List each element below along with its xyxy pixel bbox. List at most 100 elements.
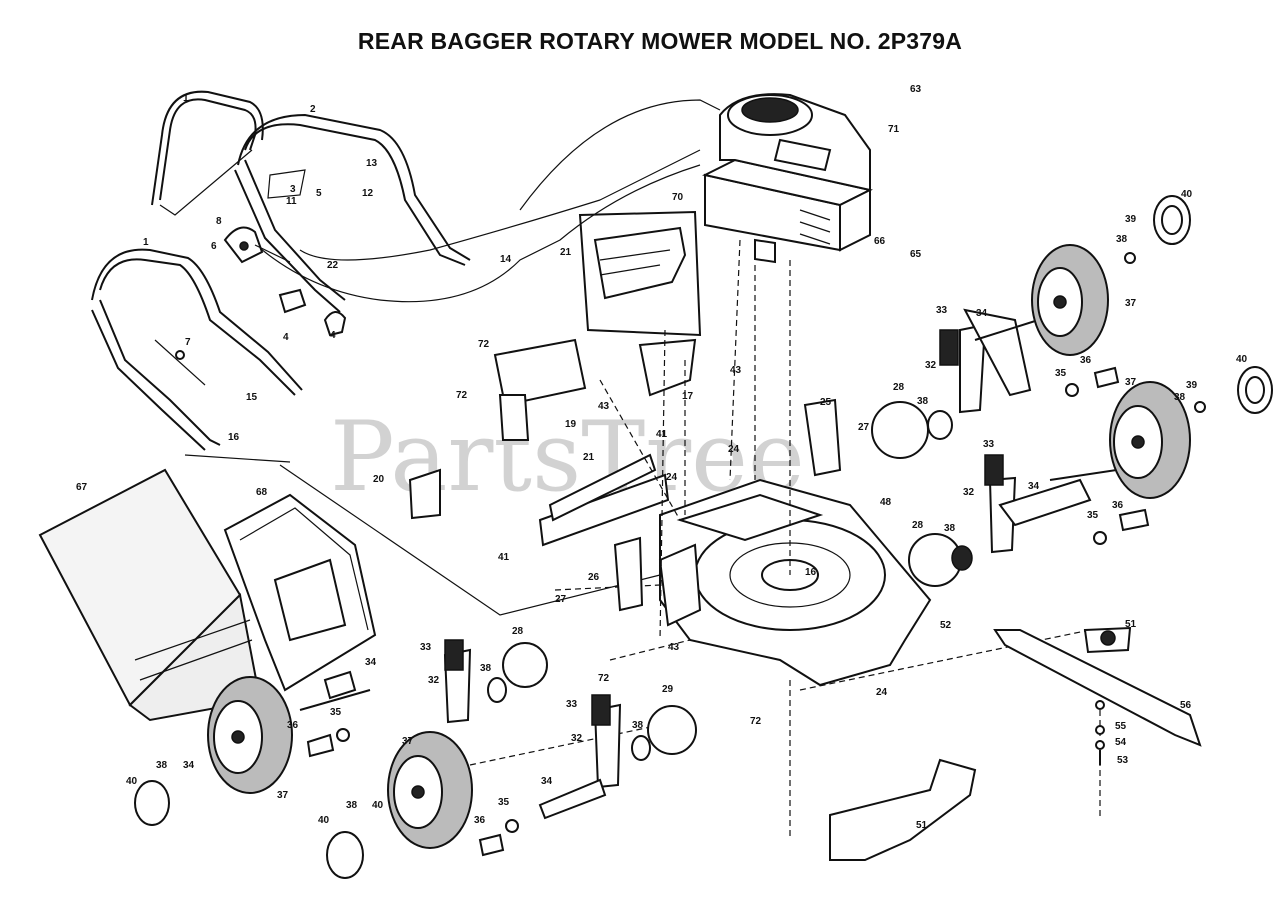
callout-24b: 24	[728, 444, 740, 455]
callout-51b: 51	[916, 820, 928, 831]
callout-72: 72	[478, 339, 490, 350]
diagram-title: REAR BAGGER ROTARY MOWER MODEL NO. 2P379…	[357, 28, 963, 54]
callout-20: 20	[373, 474, 385, 485]
engine	[702, 93, 873, 264]
callout-40b: 40	[1236, 354, 1248, 365]
callout-4b: 4	[330, 330, 336, 341]
callout-5: 5	[316, 188, 322, 199]
rear-door-frame	[578, 210, 702, 337]
height-lever-rear-left	[443, 639, 472, 724]
callout-38h: 38	[346, 800, 358, 811]
callout-39b: 39	[1186, 380, 1198, 391]
callout-72b: 72	[456, 390, 468, 401]
callout-67: 67	[76, 482, 88, 493]
callout-43: 43	[730, 365, 742, 376]
callout-43c: 43	[668, 642, 680, 653]
part-callouts: 1 2 1 11 3 5 13 12 8 6 22 14 4 4 7 15 16…	[76, 84, 1248, 831]
grass-bag	[38, 468, 262, 722]
callout-28: 28	[893, 382, 905, 393]
callout-16-deck: 16	[805, 567, 817, 578]
cable-clip	[278, 288, 347, 337]
callout-35b: 35	[1087, 510, 1099, 521]
callout-27: 27	[858, 422, 870, 433]
callout-37b: 37	[1125, 377, 1137, 388]
callout-28c: 28	[512, 626, 524, 637]
middle-handle	[234, 113, 471, 313]
callout-55: 55	[1115, 721, 1127, 732]
rear-door-hinge	[638, 338, 697, 397]
callout-6: 6	[211, 241, 217, 252]
cable-loop	[519, 99, 721, 211]
hinge-rod	[538, 453, 670, 547]
callout-72d: 72	[750, 716, 762, 727]
callout-19: 19	[565, 419, 577, 430]
callout-52: 52	[940, 620, 952, 631]
callout-2: 2	[310, 104, 316, 115]
callout-70: 70	[672, 192, 684, 203]
callout-25: 25	[820, 397, 832, 408]
callout-65: 65	[910, 249, 922, 260]
callout-14: 14	[500, 254, 512, 265]
adjuster-plate-2	[908, 533, 973, 587]
callout-37d: 37	[402, 736, 414, 747]
callout-38e: 38	[1116, 234, 1128, 245]
callout-48: 48	[880, 497, 892, 508]
callout-38f: 38	[1174, 392, 1186, 403]
callout-54: 54	[1115, 737, 1127, 748]
wheel-rear-right	[1109, 381, 1191, 499]
adjuster-plate-1	[871, 401, 953, 459]
bolts	[306, 252, 1206, 857]
callout-32c: 32	[428, 675, 440, 686]
callout-7: 7	[185, 337, 191, 348]
callout-40d: 40	[318, 815, 330, 826]
callout-36b: 36	[1112, 500, 1124, 511]
callout-34: 34	[976, 308, 988, 319]
callout-41: 41	[656, 429, 668, 440]
rear-door-bracket	[493, 338, 587, 441]
height-lever-front-right	[939, 308, 1032, 414]
callout-36c: 36	[287, 720, 299, 731]
callout-34b: 34	[1028, 481, 1040, 492]
callout-11: 11	[286, 196, 297, 207]
height-bracket-left	[408, 468, 441, 520]
callout-40: 40	[1181, 189, 1193, 200]
callout-51: 51	[1125, 619, 1137, 630]
callout-38c: 38	[480, 663, 492, 674]
callout-3: 3	[290, 184, 296, 195]
height-bracket-deck	[613, 398, 842, 612]
callout-29: 29	[662, 684, 674, 695]
callout-32d: 32	[571, 733, 583, 744]
upper-handle	[151, 90, 264, 216]
callout-1: 1	[183, 93, 189, 104]
callout-40c: 40	[126, 776, 138, 787]
assembly-guide-lines	[184, 239, 1101, 840]
callout-16: 16	[228, 432, 240, 443]
callout-56: 56	[1180, 700, 1192, 711]
callout-22: 22	[327, 260, 339, 271]
callout-66: 66	[874, 236, 886, 247]
callout-13: 13	[366, 158, 378, 169]
hubcaps	[134, 195, 1273, 879]
wheel-front-left	[387, 731, 473, 849]
callout-34c: 34	[365, 657, 377, 668]
adjuster-plate-4	[631, 705, 697, 761]
callout-33d: 33	[566, 699, 578, 710]
baffle	[829, 758, 977, 861]
callout-37: 37	[1125, 298, 1137, 309]
callout-26: 26	[588, 572, 600, 583]
callout-38g: 38	[156, 760, 168, 771]
callout-33b: 33	[983, 439, 995, 450]
callout-36d: 36	[474, 815, 486, 826]
callout-35d: 35	[498, 797, 510, 808]
callout-53: 53	[1117, 755, 1129, 766]
callout-71: 71	[888, 124, 900, 135]
lower-handle	[91, 248, 303, 451]
adjuster-plate-3	[487, 642, 548, 703]
callout-4: 4	[283, 332, 289, 343]
callout-24: 24	[666, 472, 678, 483]
height-lever-rear-right	[984, 454, 1092, 554]
callout-21b: 21	[583, 452, 595, 463]
callout-8: 8	[216, 216, 222, 227]
callout-27b: 27	[555, 594, 567, 605]
